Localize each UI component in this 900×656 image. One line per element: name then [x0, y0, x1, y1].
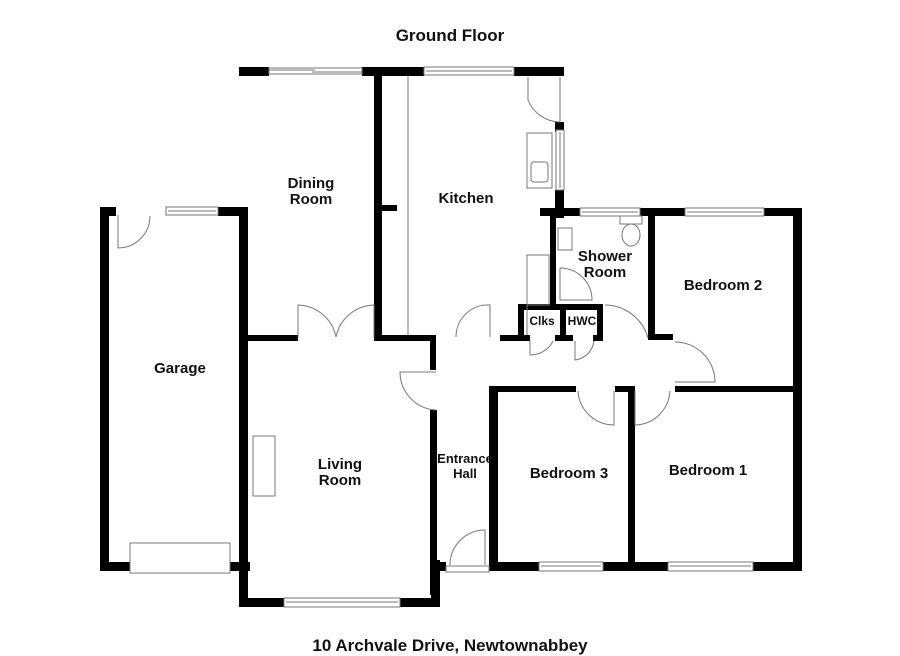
room-hall-label-2: Hall [453, 466, 477, 481]
windows [129, 66, 765, 608]
room-kitchen-label: Kitchen [438, 190, 493, 207]
room-living-label-2: Room [319, 472, 362, 489]
room-dining-label-2: Room [290, 191, 333, 208]
floor-title: Ground Floor [395, 26, 505, 45]
fixtures [252, 76, 643, 497]
room-garage-label: Garage [154, 360, 206, 377]
doors [117, 77, 716, 566]
room-bedroom2-label: Bedroom 2 [684, 277, 762, 294]
room-bedroom1-label: Bedroom 1 [669, 462, 747, 479]
room-labels: Garage Dining Room Kitchen Shower Room B… [154, 175, 762, 489]
room-dining-label-1: Dining [288, 175, 335, 192]
room-bedroom3-label: Bedroom 3 [530, 465, 608, 482]
room-hall-label-1: Entrance [437, 451, 493, 466]
room-shower-label-2: Room [584, 264, 627, 281]
room-living-label-1: Living [318, 456, 362, 473]
room-clks-label: Clks [529, 314, 555, 328]
room-shower-label-1: Shower [578, 248, 632, 265]
property-address: 10 Archvale Drive, Newtownabbey [312, 636, 588, 655]
room-hwc-label: HWC [568, 314, 597, 328]
walls [100, 67, 802, 607]
